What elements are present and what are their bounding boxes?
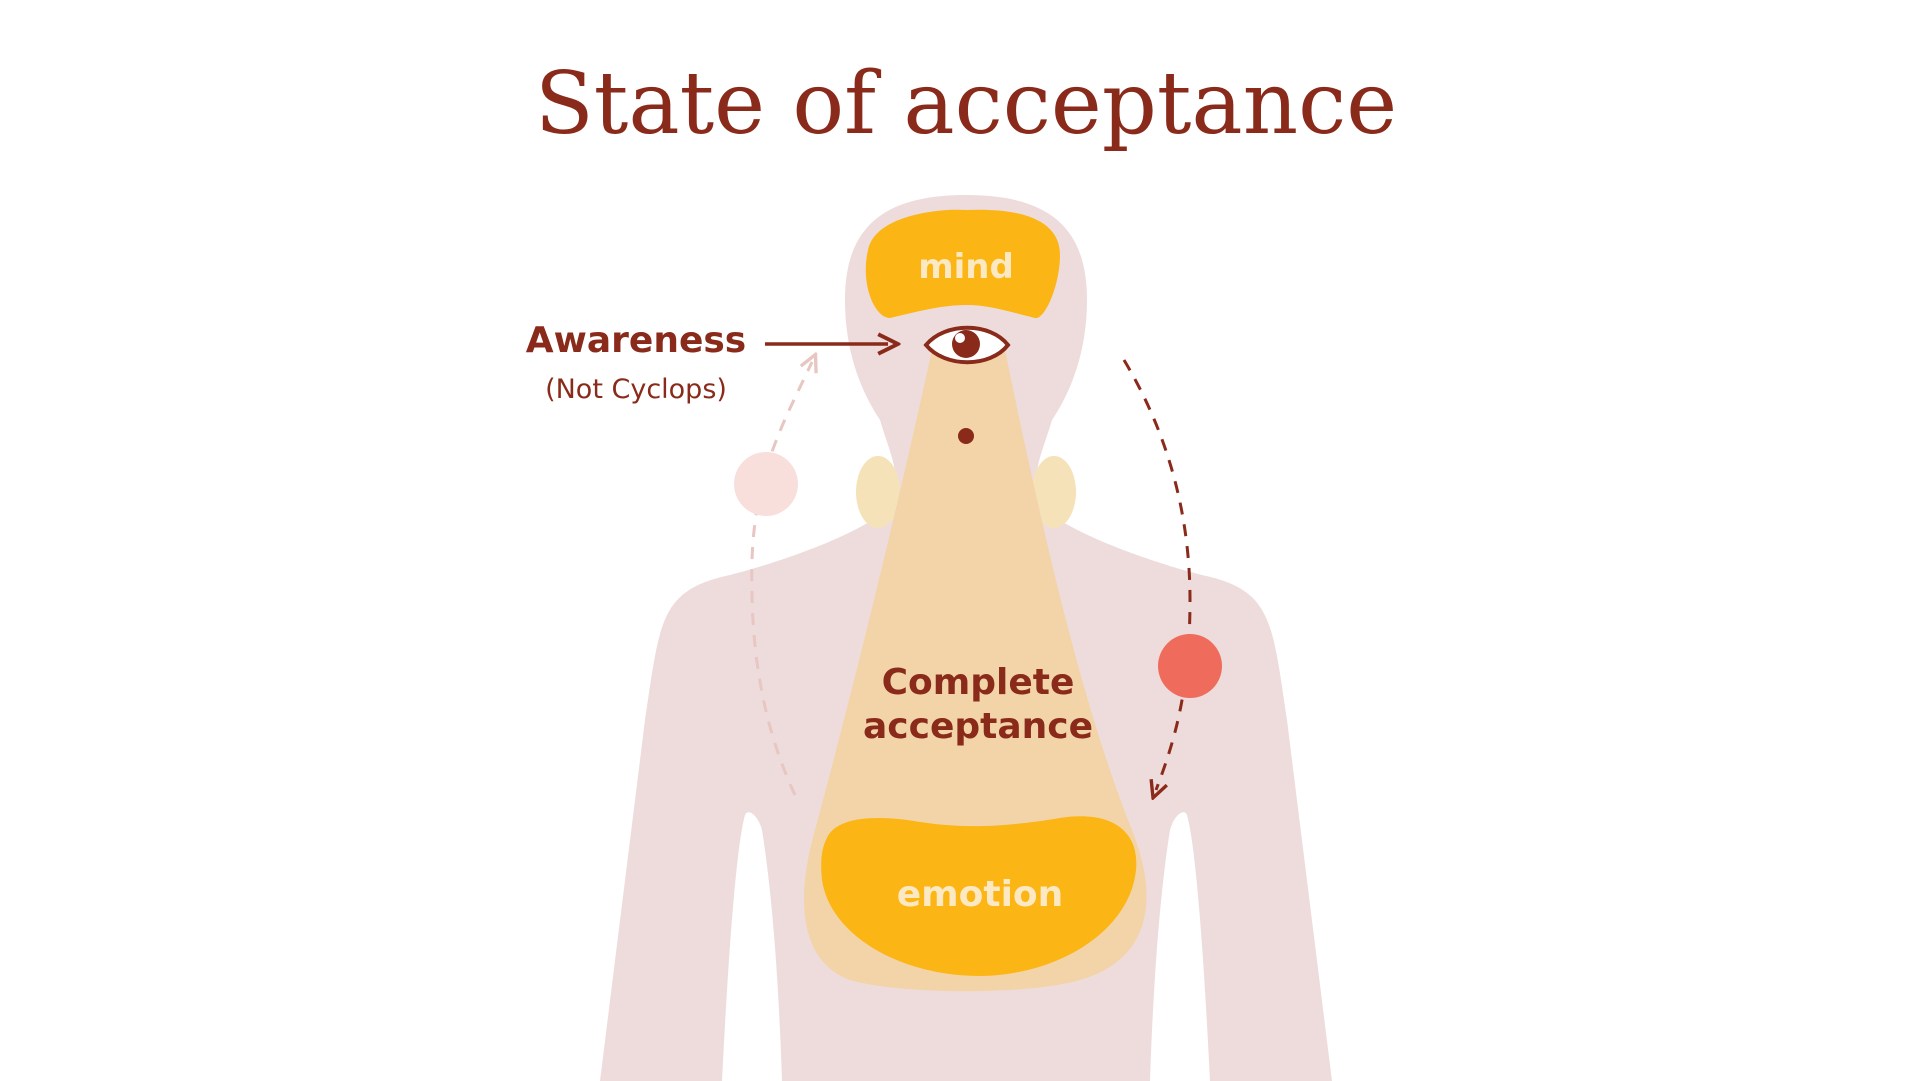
eye-icon xyxy=(923,325,1011,365)
right-cycle-dot xyxy=(1158,634,1222,698)
mind-shape xyxy=(865,209,1060,319)
neck-glow-left xyxy=(856,456,900,528)
emotion-shape xyxy=(821,816,1137,976)
emotion-label: emotion xyxy=(897,874,1064,915)
complete-label-line2: acceptance xyxy=(863,706,1093,747)
awareness-label: Awareness xyxy=(526,320,746,361)
throat-dot xyxy=(958,428,974,444)
mind-label: mind xyxy=(918,247,1014,287)
right-cycle-path xyxy=(1122,359,1192,790)
page-title: State of acceptance xyxy=(535,54,1397,154)
right-arm-gap xyxy=(1150,812,1210,1081)
neck-glow-right xyxy=(1032,456,1076,528)
left-arm-gap xyxy=(722,812,782,1081)
complete-label-line1: Complete xyxy=(882,662,1075,703)
left-cycle-dot xyxy=(734,452,798,516)
awareness-note: (Not Cyclops) xyxy=(545,374,727,405)
left-cycle-path xyxy=(750,362,812,796)
